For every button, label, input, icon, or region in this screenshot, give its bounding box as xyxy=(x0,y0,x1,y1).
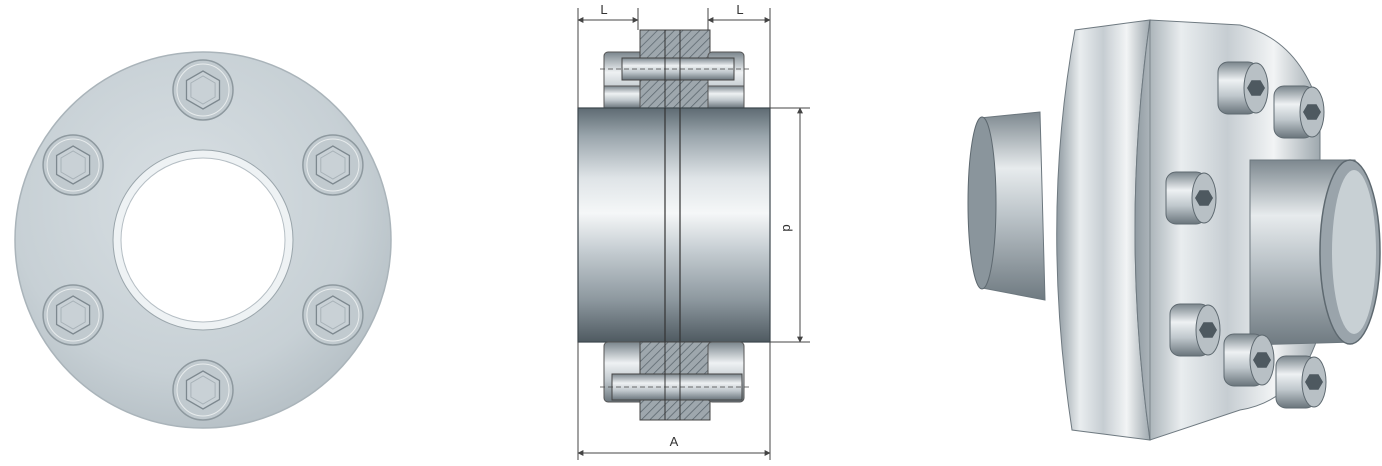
front-view xyxy=(14,51,392,429)
upper-flange-section xyxy=(600,29,750,111)
iso-bolts xyxy=(1165,61,1327,409)
bolt-head-icon xyxy=(42,134,104,196)
bore-hole xyxy=(120,157,286,323)
socket-bolt-icon xyxy=(1275,355,1327,409)
pipe-body xyxy=(577,107,771,343)
socket-bolt-icon xyxy=(1223,333,1275,387)
dim-label-right-l: L xyxy=(736,2,743,17)
bolt-head-icon xyxy=(172,359,234,421)
bolt-head-icon xyxy=(302,284,364,346)
bolt-head-icon xyxy=(302,134,364,196)
socket-bolt-icon xyxy=(1273,85,1325,139)
section-view: L L d A xyxy=(577,2,810,460)
dim-label-left-l: L xyxy=(600,2,607,17)
bolt-head-icon xyxy=(42,284,104,346)
dim-label-length: A xyxy=(670,434,679,449)
dimension-lines xyxy=(577,8,810,460)
dim-label-diameter: d xyxy=(780,224,795,231)
socket-bolt-icon xyxy=(1169,303,1221,357)
socket-bolt-icon xyxy=(1217,61,1269,115)
front-bolts xyxy=(42,59,364,421)
lower-flange-section xyxy=(600,341,750,421)
socket-bolt-icon xyxy=(1165,171,1217,225)
bolt-head-icon xyxy=(172,59,234,121)
iso-view xyxy=(967,19,1381,441)
